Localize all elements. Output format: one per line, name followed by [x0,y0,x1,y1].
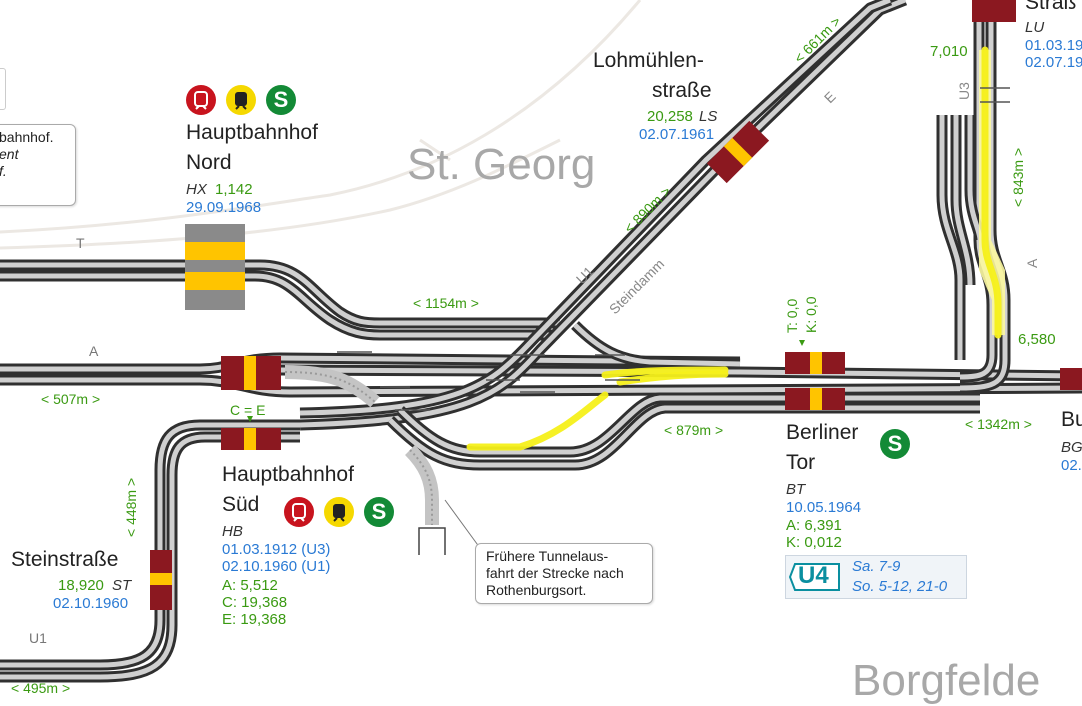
station-berliner-tor-km-a: A: 6,391 [786,517,842,534]
station-lohmuehlen-name-1[interactable]: Lohmühlen- [593,49,704,72]
km-6580: 6,580 [1018,331,1056,348]
station-hbf-sued-name-2[interactable]: Süd [222,493,260,516]
s-bahn-icon: S [880,429,910,459]
station-berliner-tor-code: BT [786,481,806,498]
line-label-a-vertical: A [1024,258,1040,268]
station-right-edge-date: 02. [1061,457,1082,474]
dist-1342: < 1342m > [965,416,1032,432]
district-borgfelde: Borgfelde [852,656,1041,705]
marker-c-e: C = E [230,402,266,418]
station-top-right-date-1: 01.03.19 [1025,37,1082,54]
station-right-edge-code: BG [1061,439,1082,456]
station-lohmuehlen-date: 02.07.1961 [639,126,715,143]
station-top-right-name[interactable]: Straß [1025,0,1077,14]
line-label-u1-bottom: U1 [29,630,47,646]
station-hbf-sued-code: HB [222,523,243,540]
dist-1154: < 1154m > [413,295,479,311]
dist-507: < 507m > [41,391,101,407]
line-label-a: A [89,343,99,359]
tram-icon [324,497,354,527]
station-lohmuehlen-distance: 20,258 [647,108,693,125]
highlighted-tracks [466,46,1005,451]
station-steinstrasse-date: 02.10.1960 [53,595,129,612]
callout-partial: bahnhof. ent f. [0,124,76,206]
station-lohmuehlen-name-2[interactable]: straße [652,79,712,102]
line-label-t: T [76,235,85,251]
line-label-u3: U3 [956,82,972,100]
u4-badge[interactable] [788,562,840,591]
regional-train-icon [186,85,216,115]
platforms [150,0,1082,610]
station-hbf-nord-date: 29.09.1968 [186,199,262,216]
station-berliner-tor-name-2[interactable]: Tor [786,451,816,474]
dist-843: < 843m > [1010,148,1026,207]
station-hbf-sued-km-e: E: 19,368 [222,611,287,628]
callout-tunnel-line-2: fahrt der Strecke nach [486,565,624,581]
dist-879: < 879m > [664,422,724,438]
u4-time-2: So. 5-12, 21-0 [852,578,948,595]
marker-k00: K: 0,0 [803,296,819,333]
track-network [0,0,1082,683]
district-st-georg: St. Georg [407,140,596,189]
callout-partial-line-3: f. [0,163,7,179]
s-bahn-icon: S [364,497,394,527]
callout-partial-line-1: bahnhof. [0,129,54,145]
station-lohmuehlen-code: LS [699,108,718,125]
dist-448: < 448m > [123,478,139,537]
crossovers [337,87,1010,411]
station-hbf-nord-name-1[interactable]: Hauptbahnhof [186,121,318,144]
background-streets [0,0,642,250]
station-hbf-nord-code: HX [186,181,207,198]
tram-icon [226,85,256,115]
dist-495: < 495m > [11,680,71,696]
station-top-right-date-2: 02.07.19 [1025,54,1082,71]
station-top-right-code: LU [1025,19,1045,36]
u4-time-1: Sa. 7-9 [852,558,901,575]
station-hbf-nord-distance: 1,142 [215,181,253,198]
station-hbf-nord-name-2[interactable]: Nord [186,151,232,174]
street-steindamm: Steindamm [606,256,667,317]
line-label-e: E [821,88,839,106]
marker-t00: T: 0,0 [784,299,800,333]
station-steinstrasse-code: ST [112,577,132,594]
u4-badge-label: U4 [798,562,829,589]
station-hbf-sued-date-2: 02.10.1960 (U1) [222,558,331,575]
former-tunnel [284,365,481,555]
station-steinstrasse-distance: 18,920 [58,577,104,594]
regional-train-icon [284,497,314,527]
station-hbf-sued-km-c: C: 19,368 [222,594,288,611]
station-berliner-tor-km-k: K: 0,012 [786,534,842,551]
station-berliner-tor-date: 10.05.1964 [786,499,862,516]
km-7010: 7,010 [930,43,968,60]
station-berliner-tor-name-1[interactable]: Berliner [786,421,859,444]
callout-tunnel: Frühere Tunnelaus- fahrt der Strecke nac… [475,543,653,604]
station-steinstrasse-name[interactable]: Steinstraße [11,548,119,571]
callout-tunnel-line-1: Frühere Tunnelaus- [486,548,609,564]
station-right-edge-name[interactable]: Bu [1061,408,1082,431]
s-bahn-icon: S [266,85,296,115]
station-hbf-sued-date-1: 01.03.1912 (U3) [222,541,331,558]
callout-partial-line-2: ent [0,146,19,162]
station-hbf-sued-name-1[interactable]: Hauptbahnhof [222,463,354,486]
callout-tunnel-line-3: Rothenburgsort. [486,582,587,598]
partial-box [0,68,6,110]
station-hbf-sued-km-a: A: 5,512 [222,577,278,594]
